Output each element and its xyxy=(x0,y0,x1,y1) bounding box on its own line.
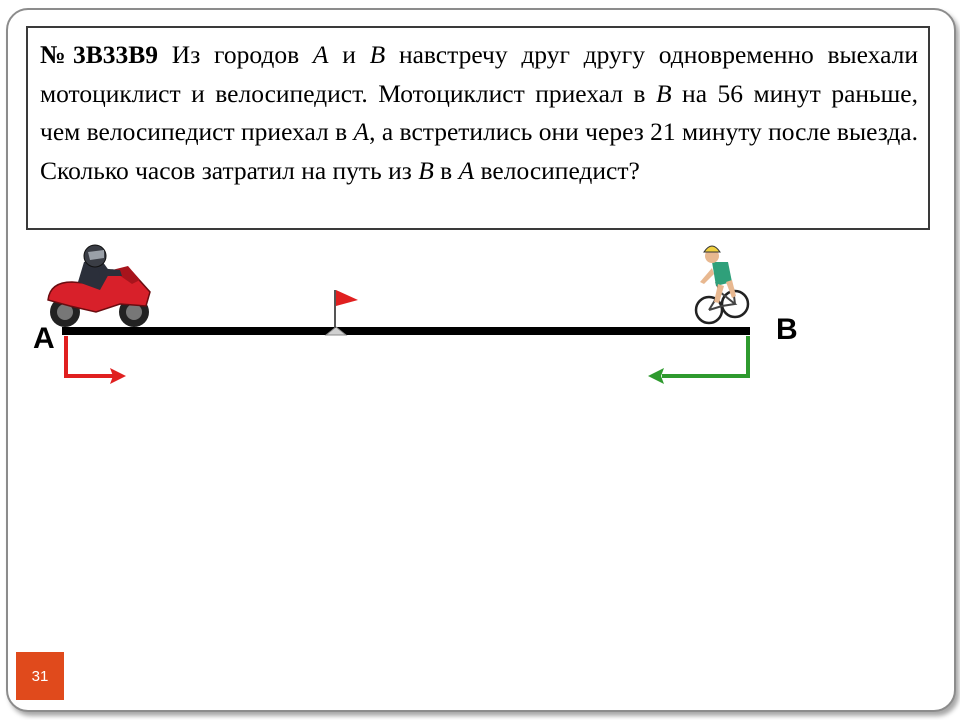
slide-frame xyxy=(6,8,956,712)
problem-text-1: Из городов xyxy=(171,40,313,69)
problem-number: №3B33B9 xyxy=(40,40,159,69)
city-a-label: A xyxy=(33,322,55,355)
arrow-from-b xyxy=(648,336,750,384)
meeting-point-mark xyxy=(324,326,348,336)
problem-text-3: навстречу друг другу одновременно выехал… xyxy=(40,40,918,108)
problem-text-5: , а встретились они через 21 минуту посл… xyxy=(40,117,918,185)
cyclist-icon xyxy=(694,245,750,325)
motorcyclist-icon xyxy=(47,244,151,327)
arrow-from-a xyxy=(64,336,126,384)
problem-text-2: и xyxy=(328,40,370,69)
city-b-ref: B xyxy=(418,155,434,185)
city-b-ref: B xyxy=(369,40,386,69)
meeting-flag-icon xyxy=(334,290,358,328)
city-a-ref: A xyxy=(312,40,329,69)
city-b-ref: B xyxy=(655,78,672,108)
problem-text-7: велосипедист? xyxy=(474,155,640,185)
problem-text-4: на 56 минут раньше, чем велосипедист при… xyxy=(40,78,918,147)
page-number-badge: 31 xyxy=(16,652,64,700)
road-line xyxy=(62,327,750,335)
problem-text-6: в xyxy=(433,155,459,185)
problem-statement: №3B33B9 Из городов A и B навстречу друг … xyxy=(26,26,930,230)
city-a-ref: A xyxy=(458,155,475,185)
city-a-ref: A xyxy=(353,117,370,146)
city-b-label: B xyxy=(776,313,798,346)
